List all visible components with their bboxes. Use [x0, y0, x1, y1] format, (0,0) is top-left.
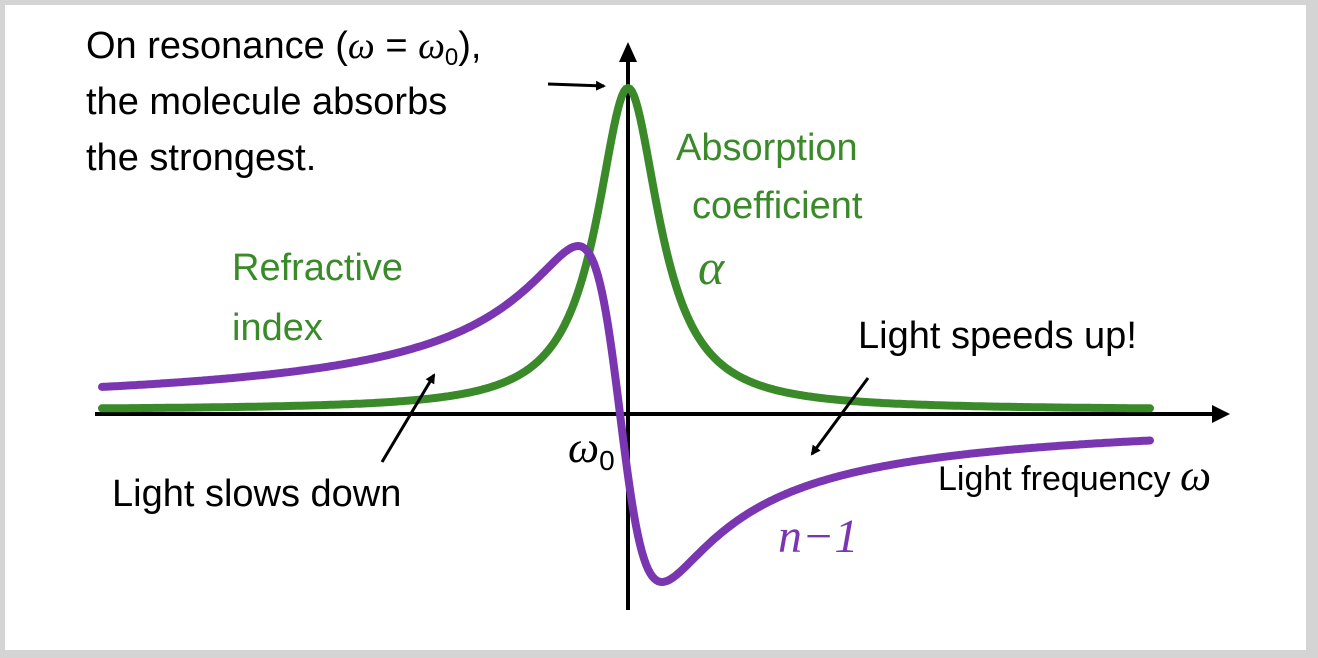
refractive-label-line1: Refractive — [232, 247, 403, 289]
refractive-label-line2: index — [232, 307, 323, 349]
slows-down-arrow — [380, 373, 436, 463]
refractive-index-curve — [98, 242, 1154, 586]
slows-down-label: Light slows down — [112, 473, 401, 515]
absorption-symbol: α — [698, 239, 726, 295]
resonance-note-line1: On resonance (ω = ω0), — [86, 25, 482, 71]
n-minus-1-label: n−1 — [778, 510, 858, 563]
speeds-up-label: Light speeds up! — [858, 315, 1137, 357]
absorption-label-line1: Absorption — [676, 127, 858, 169]
x-axis-label: Light frequency ω — [938, 451, 1211, 500]
resonance-arrow — [547, 80, 606, 91]
absorption-label-line2: coefficient — [692, 185, 863, 227]
y-axis-arrowhead — [619, 42, 637, 62]
omega0-label: ω0 — [568, 423, 615, 476]
diagram-panel — [5, 5, 1306, 650]
speeds-up-arrow — [810, 377, 870, 456]
absorption-curve — [98, 84, 1154, 413]
resonance-note-line2: the molecule absorbs — [86, 81, 447, 123]
x-axis-arrowhead — [1212, 405, 1230, 423]
resonance-note-line3: the strongest. — [86, 137, 316, 179]
